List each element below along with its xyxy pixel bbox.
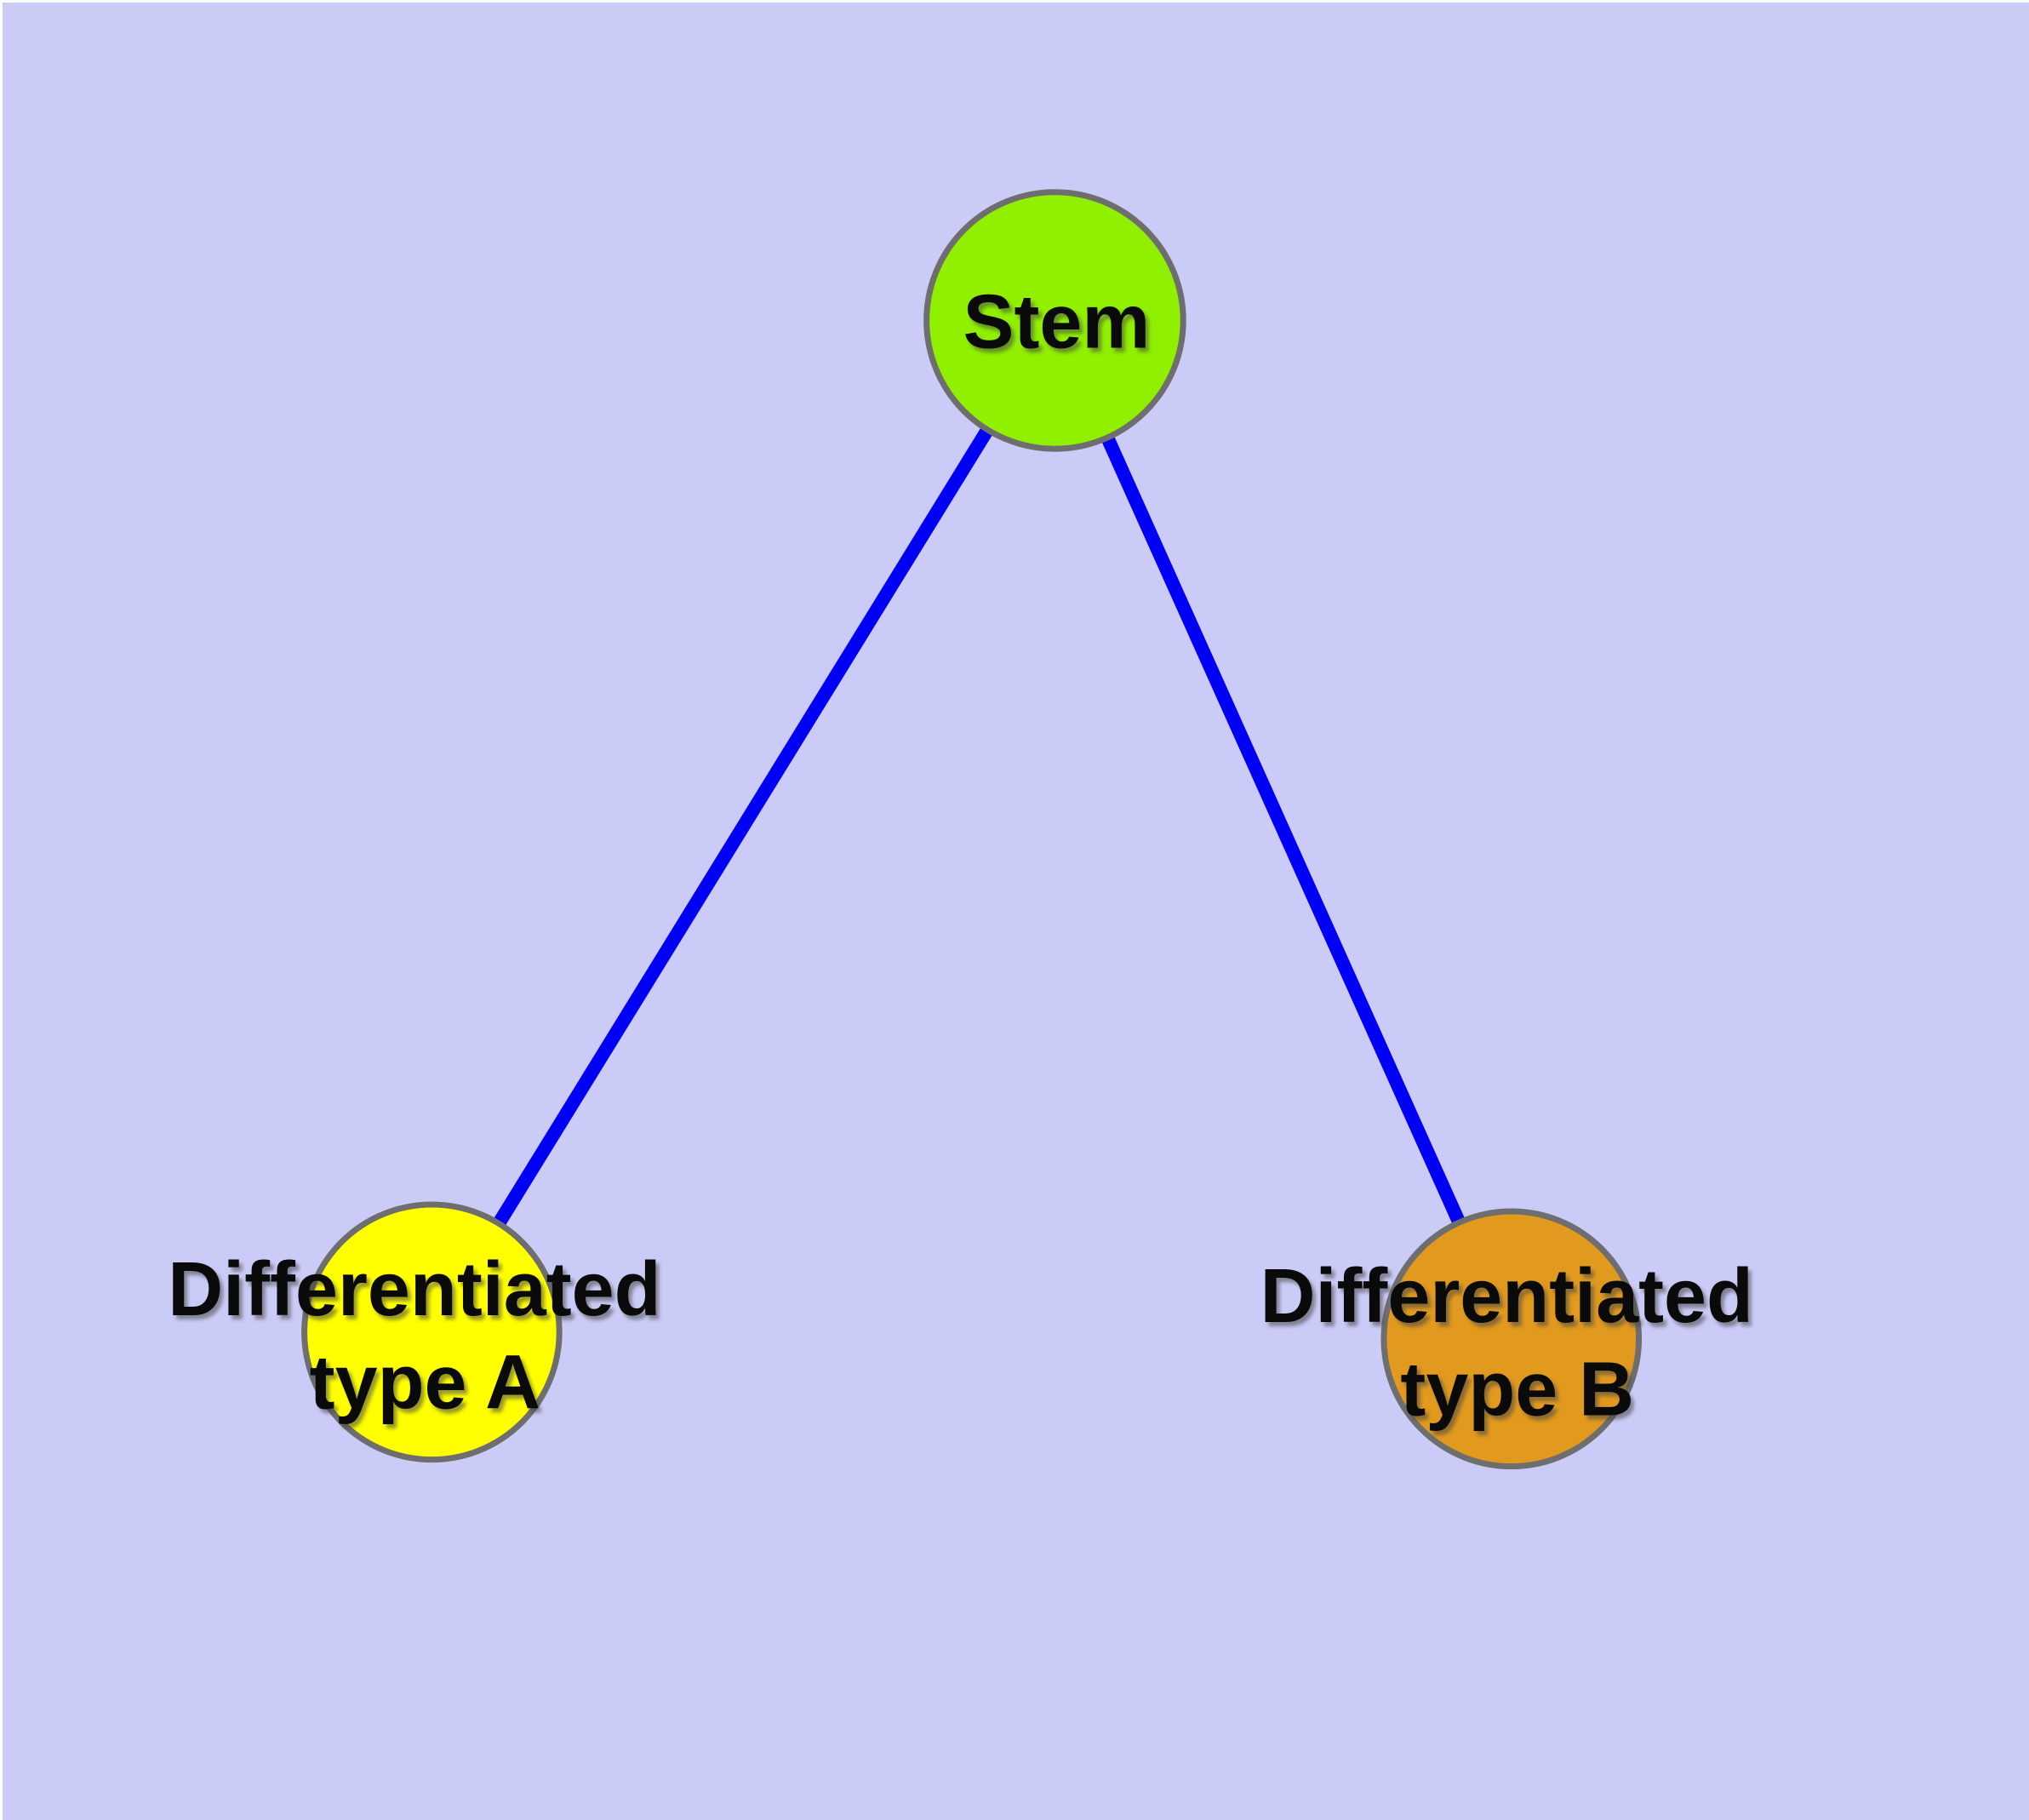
- node-type-b[interactable]: [1380, 1208, 1643, 1470]
- node-stem-label: Stem: [963, 279, 1151, 364]
- node-type-b-label: Differentiated type B: [1260, 1254, 1775, 1433]
- node-type-a-label-line1: Differentiated: [168, 1247, 660, 1332]
- node-type-a[interactable]: [301, 1201, 563, 1463]
- node-type-a-label-line2: type A: [310, 1341, 540, 1426]
- node-type-b-label-line2: type B: [1400, 1348, 1634, 1433]
- node-type-b-label-line1: Differentiated: [1260, 1254, 1753, 1339]
- node-stem[interactable]: [923, 189, 1186, 452]
- edge-stem-to-type-b: [1049, 318, 1518, 1342]
- graph-svg: Stem Differentiated type A Differentiate…: [3, 3, 2029, 1820]
- node-type-a-label: Differentiated type A: [168, 1247, 682, 1426]
- edge-stem-to-type-a: [426, 317, 1061, 1336]
